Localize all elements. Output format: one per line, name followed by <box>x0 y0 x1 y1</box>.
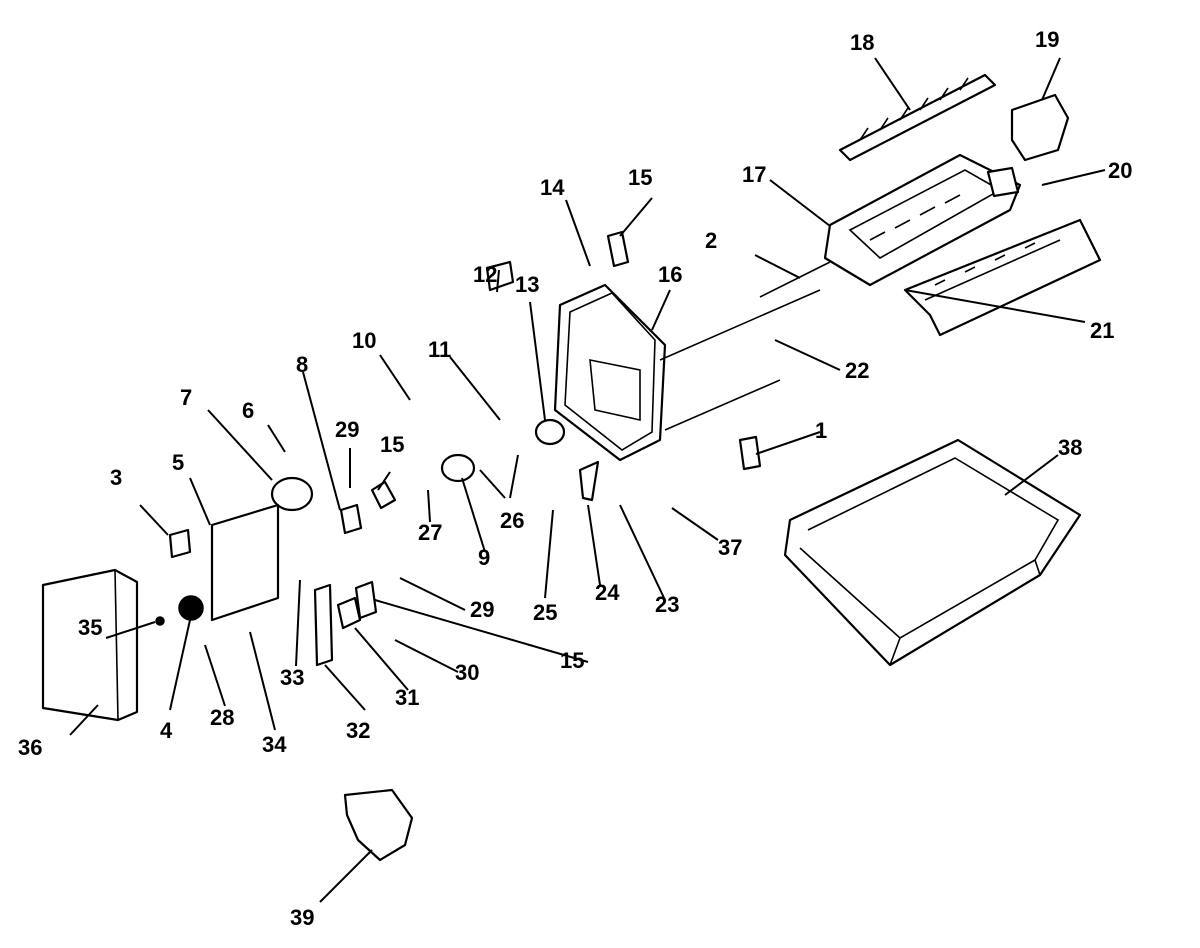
part-20-heater-lead <box>986 166 1020 198</box>
callout-13: 13 <box>515 272 539 297</box>
part-19-thermostat <box>1010 93 1070 162</box>
callout-26: 26 <box>500 508 524 533</box>
callout-18: 18 <box>850 30 874 55</box>
callout-31: 31 <box>395 685 419 710</box>
callout-23: 23 <box>655 592 679 617</box>
callout-leaders <box>69 57 1106 903</box>
callout-10: 10 <box>352 328 376 353</box>
callout-35: 35 <box>78 615 102 640</box>
part-12-switch <box>485 260 515 292</box>
callout-1: 1 <box>815 418 827 443</box>
callout-37: 37 <box>718 535 742 560</box>
callout-14: 14 <box>540 175 565 200</box>
callout-24: 24 <box>595 580 620 605</box>
callout-21: 21 <box>1090 318 1114 343</box>
part-15-clip-mid <box>370 480 397 510</box>
control-housing-part <box>553 283 667 462</box>
callout-4: 4 <box>160 718 173 743</box>
part-8-lever <box>339 503 363 535</box>
part-1-clip <box>738 435 762 471</box>
callout-9: 9 <box>478 545 490 570</box>
ejector-part <box>838 73 997 162</box>
callout-7: 7 <box>180 385 192 410</box>
callout-33: 33 <box>280 665 304 690</box>
part-36-cover <box>41 568 139 722</box>
part-13-motor <box>534 418 566 446</box>
callout-2: 2 <box>705 228 717 253</box>
callout-34: 34 <box>262 732 287 757</box>
callouts: 1 2 3 4 5 6 7 8 9 10 11 12 13 14 15 15 1… <box>18 27 1132 930</box>
callout-29-low: 29 <box>470 597 494 622</box>
stripper-part <box>903 218 1102 337</box>
small-parts <box>41 93 1070 862</box>
callout-27: 27 <box>418 520 442 545</box>
part-32-shutoff-arm <box>313 583 334 667</box>
callout-11: 11 <box>428 337 451 362</box>
callout-39: 39 <box>290 905 314 930</box>
callout-3: 3 <box>110 465 122 490</box>
part-5-mounting-plate <box>210 503 280 622</box>
part-15-clip-low <box>354 580 378 620</box>
callout-29-top: 29 <box>335 417 359 442</box>
callout-6: 6 <box>242 398 254 423</box>
callout-17: 17 <box>742 162 766 187</box>
callout-12: 12 <box>473 262 497 287</box>
part-31-cam <box>336 596 362 630</box>
part-22-heater <box>659 289 821 431</box>
callout-15-low: 15 <box>560 648 584 673</box>
callout-15-mid: 15 <box>380 432 404 457</box>
callout-8: 8 <box>296 352 308 377</box>
part-4-timing-gear <box>178 595 204 621</box>
callout-25: 25 <box>533 600 557 625</box>
callout-15-top: 15 <box>628 165 652 190</box>
callout-19: 19 <box>1035 27 1059 52</box>
part-15-clip-top <box>606 230 630 268</box>
part-3-label <box>168 528 192 559</box>
callout-38: 38 <box>1058 435 1082 460</box>
callout-22: 22 <box>845 358 869 383</box>
part-9-gear <box>440 453 476 483</box>
part-2-fill-tube <box>759 261 831 298</box>
callout-20: 20 <box>1108 158 1132 183</box>
callout-5: 5 <box>172 450 184 475</box>
part-39-water-valve <box>343 788 414 862</box>
callout-28: 28 <box>210 705 234 730</box>
part-7-motor <box>270 476 314 512</box>
callout-36: 36 <box>18 735 42 760</box>
callout-16: 16 <box>658 262 682 287</box>
part-24-bracket <box>578 460 600 502</box>
callout-30: 30 <box>455 660 479 685</box>
ice-bin-part <box>783 438 1082 667</box>
part-35-screw <box>155 616 165 626</box>
callout-32: 32 <box>346 718 370 743</box>
